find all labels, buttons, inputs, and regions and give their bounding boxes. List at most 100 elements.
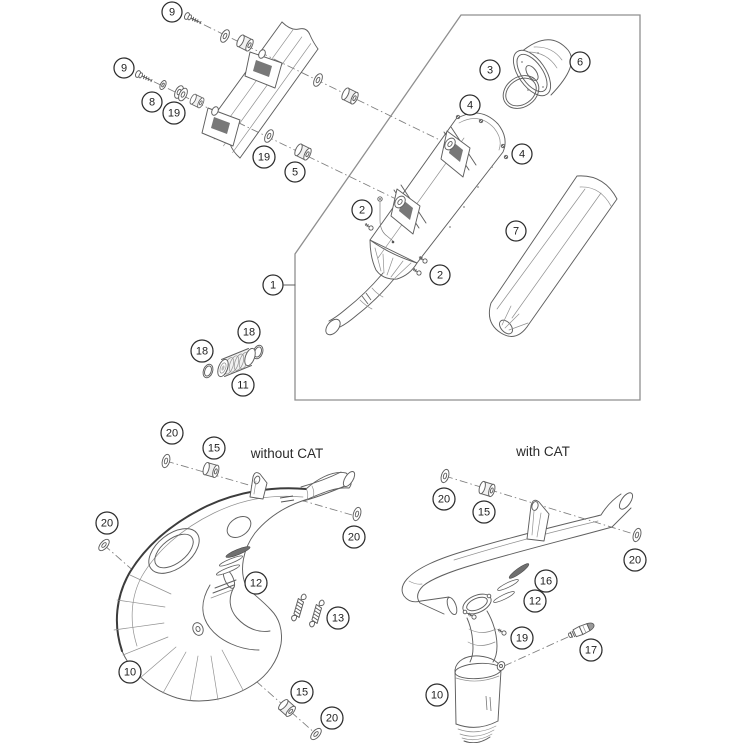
screw-dot-icon xyxy=(500,143,506,149)
bushing-icon xyxy=(201,461,221,479)
washer-icon xyxy=(262,127,276,145)
callout-2: 2 xyxy=(351,199,373,221)
callout-7: 7 xyxy=(505,220,527,242)
callout-1: 1 xyxy=(262,274,284,296)
spring-icon xyxy=(290,592,308,623)
svg-text:5: 5 xyxy=(292,167,298,179)
callout-20: 20 xyxy=(432,487,456,511)
bolt-icon xyxy=(133,69,154,85)
svg-text:20: 20 xyxy=(326,713,338,725)
svg-text:10: 10 xyxy=(124,667,136,679)
svg-text:1: 1 xyxy=(270,280,276,292)
callout-16: 16 xyxy=(534,569,558,593)
callout-11: 11 xyxy=(231,373,255,397)
callouts-layer: 9981919522136447181811201520201213101520… xyxy=(95,1,647,730)
washer-icon xyxy=(96,537,112,553)
spring-icon xyxy=(308,598,326,629)
callout-19: 19 xyxy=(162,101,186,125)
callout-10: 10 xyxy=(425,683,449,707)
silencer-clamp-lower xyxy=(390,184,427,235)
callout-17: 17 xyxy=(579,638,603,662)
svg-text:15: 15 xyxy=(208,443,220,455)
callout-9: 9 xyxy=(113,57,135,79)
callout-5: 5 xyxy=(284,161,306,183)
screw-icon xyxy=(496,627,508,637)
rubber-mount-upper xyxy=(244,49,283,89)
chamber-mount-fin xyxy=(249,472,268,500)
bushing-icon xyxy=(188,92,206,110)
svg-text:19: 19 xyxy=(258,152,270,164)
washer-icon xyxy=(308,726,324,742)
end-cap-drawing xyxy=(512,39,572,97)
svg-text:12: 12 xyxy=(250,578,262,590)
callout-9: 9 xyxy=(161,1,183,23)
label-without-cat: without CAT xyxy=(250,446,324,461)
svg-text:20: 20 xyxy=(629,555,641,567)
main-silencer-drawing xyxy=(325,112,509,336)
svg-text:17: 17 xyxy=(585,645,597,657)
callout-8: 8 xyxy=(141,91,163,113)
callout-4: 4 xyxy=(459,94,481,116)
svg-text:4: 4 xyxy=(467,100,473,112)
svg-text:19: 19 xyxy=(516,633,528,645)
washer-icon xyxy=(351,505,363,523)
callout-20: 20 xyxy=(342,525,366,549)
callout-20: 20 xyxy=(623,548,647,572)
svg-text:2: 2 xyxy=(437,270,443,282)
svg-text:9: 9 xyxy=(169,7,175,19)
exhaust-gaskets xyxy=(215,546,251,576)
svg-text:7: 7 xyxy=(513,226,519,238)
cat-header-assembly xyxy=(401,467,643,743)
svg-text:15: 15 xyxy=(478,507,490,519)
svg-text:20: 20 xyxy=(438,494,450,506)
o-ring-drawing xyxy=(502,75,540,109)
callout-13: 13 xyxy=(326,606,350,630)
callout-12: 12 xyxy=(523,589,547,613)
expansion-chamber-assembly xyxy=(96,452,363,742)
svg-text:18: 18 xyxy=(196,346,208,358)
svg-text:6: 6 xyxy=(577,57,583,69)
callout-20: 20 xyxy=(160,421,184,445)
svg-text:12: 12 xyxy=(529,596,541,608)
pipe-mount-fin xyxy=(526,499,550,542)
svg-text:20: 20 xyxy=(348,532,360,544)
chamber-inlet-stub xyxy=(300,471,356,502)
bushing-icon xyxy=(292,142,314,162)
screw-dot-icon xyxy=(503,154,509,160)
washer-icon xyxy=(439,467,451,485)
callout-10: 10 xyxy=(118,660,142,684)
svg-text:4: 4 xyxy=(519,149,525,161)
svg-text:20: 20 xyxy=(101,518,113,530)
svg-text:10: 10 xyxy=(431,690,443,702)
bushing-icon xyxy=(477,480,497,498)
screw-icon xyxy=(363,221,375,232)
svg-text:2: 2 xyxy=(359,205,365,217)
bracket-fasteners xyxy=(133,11,361,162)
oxygen-sensor-drawing xyxy=(568,622,595,639)
callout-6: 6 xyxy=(569,51,591,73)
exhaust-gaskets xyxy=(493,563,530,603)
svg-text:11: 11 xyxy=(237,380,248,392)
callout-19: 19 xyxy=(252,145,276,169)
callout-15: 15 xyxy=(472,500,496,524)
callout-18: 18 xyxy=(237,320,261,344)
chamber-outlet-elbow xyxy=(192,569,271,651)
screw-dot-icon xyxy=(455,114,461,120)
coupling-drawing xyxy=(202,344,264,379)
svg-text:18: 18 xyxy=(243,327,255,339)
washer-icon xyxy=(311,71,325,89)
bushing-icon xyxy=(339,86,361,106)
silencer-screws xyxy=(363,196,429,277)
callout-12: 12 xyxy=(244,571,268,595)
svg-text:9: 9 xyxy=(121,63,127,75)
screw-dot-icon xyxy=(478,118,484,124)
svg-text:16: 16 xyxy=(540,576,552,588)
rubber-mount-lower xyxy=(201,106,241,147)
washer-icon xyxy=(218,27,232,45)
frame-bracket-drawing xyxy=(201,21,319,159)
bushing-icon xyxy=(234,33,256,53)
svg-text:15: 15 xyxy=(296,687,308,699)
callout-2: 2 xyxy=(429,264,451,286)
